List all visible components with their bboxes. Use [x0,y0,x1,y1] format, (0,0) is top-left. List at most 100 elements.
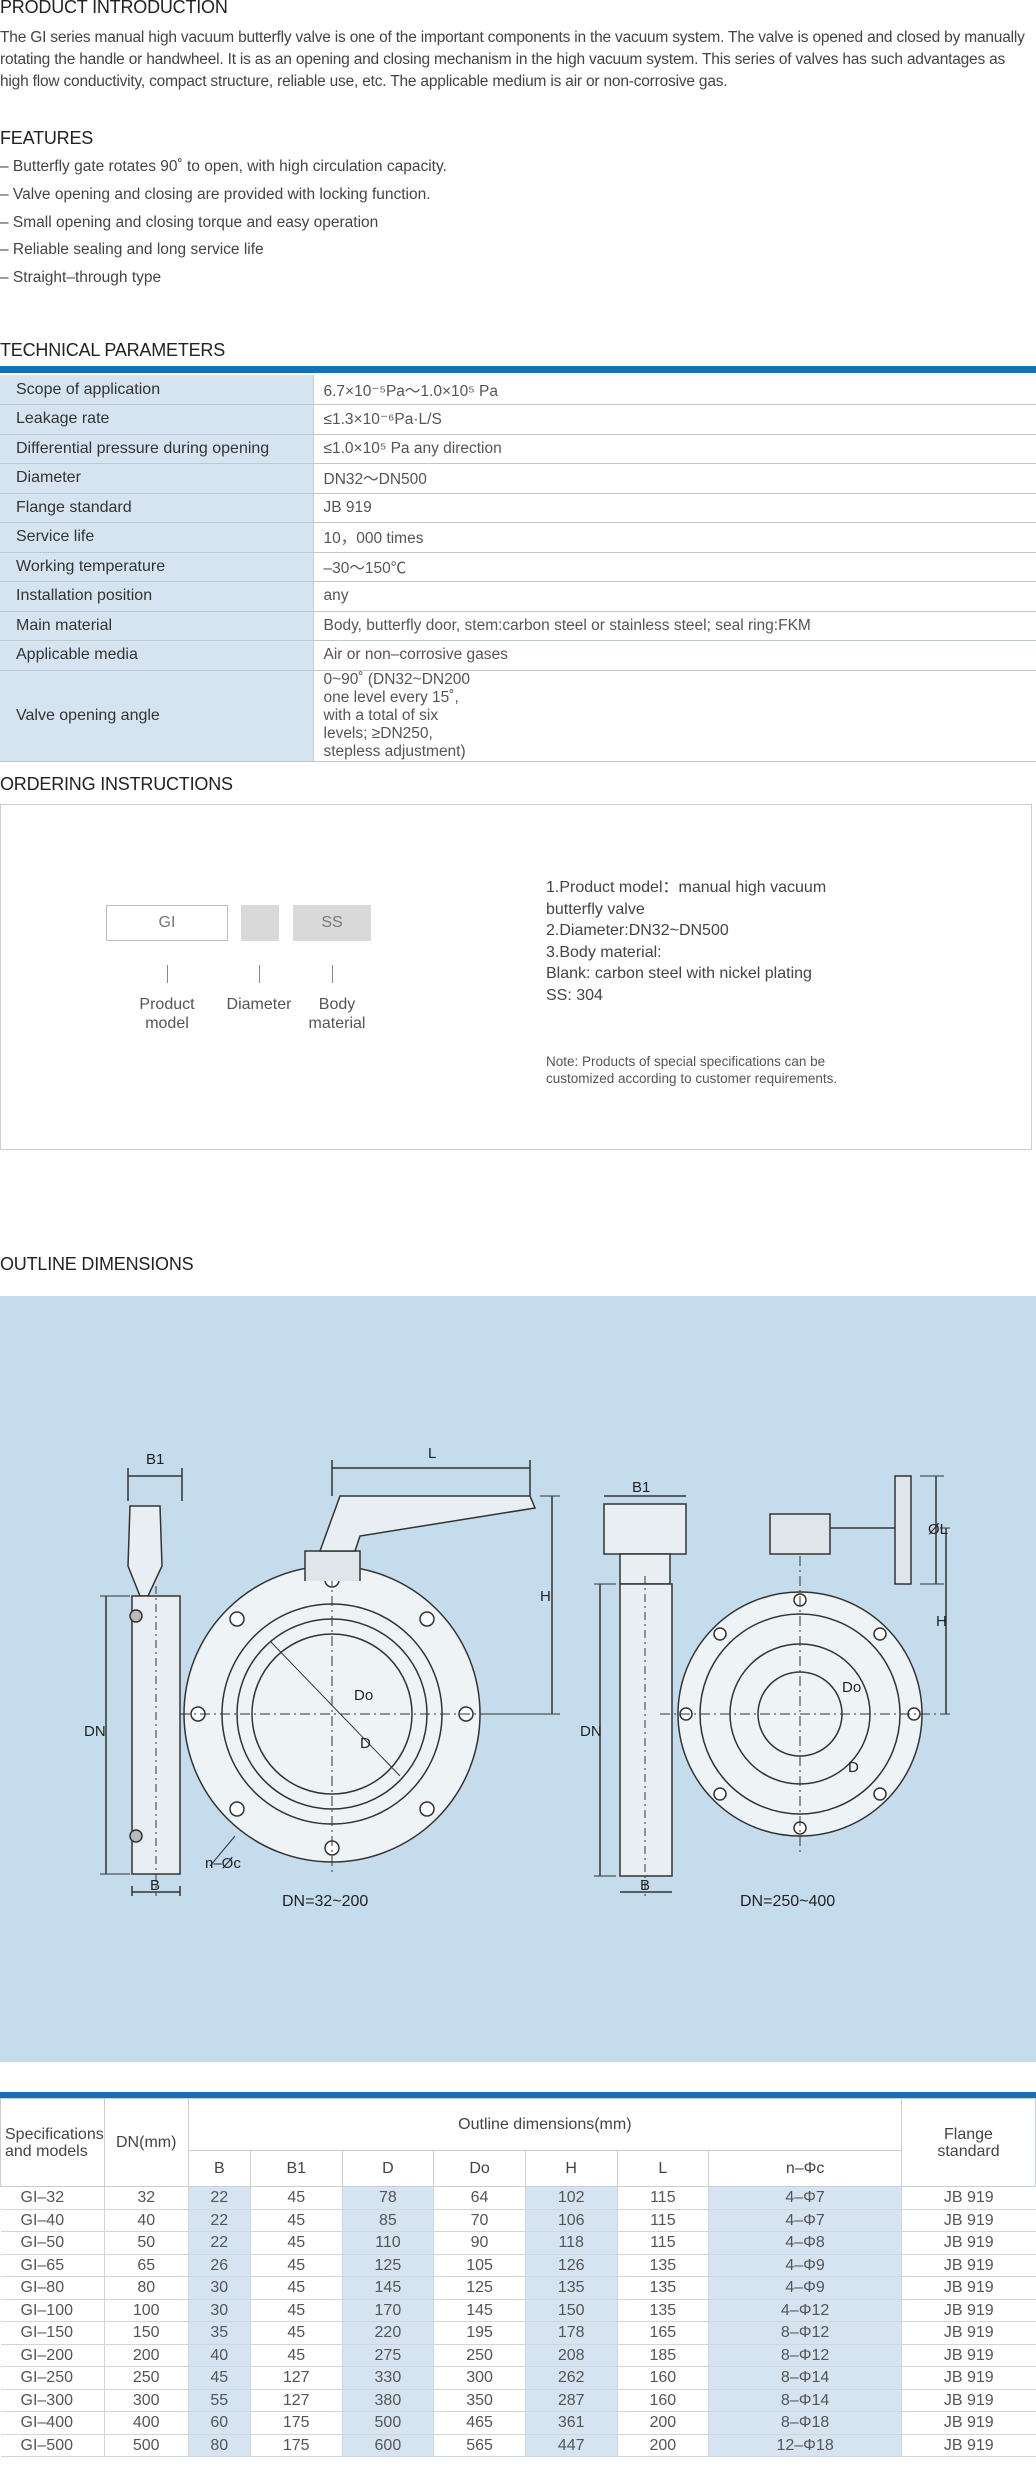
table-cell: 22 [187,2209,251,2232]
table-cell: 115 [616,2186,709,2210]
ordering-note: Note: Products of special specifications… [546,1053,906,1087]
table-cell: 45 [249,2231,343,2255]
table-cell: 361 [524,2411,618,2435]
col-do: Do [433,2150,526,2187]
table-cell: 4–Φ9 [708,2276,902,2300]
param-key: Applicable media [0,640,313,671]
label-d: D [360,1735,371,1752]
param-value: ≤1.3×10⁻⁶Pa·L/S [312,404,1036,435]
table-cell: 250 [103,2366,189,2390]
table-cell: GI–65 [0,2254,105,2277]
table-cell: 64 [433,2186,526,2210]
param-key: Scope of application [0,375,313,405]
table-cell: 40 [187,2344,251,2367]
dims-header-row: Specifications and models DN(mm) Outline… [0,2098,1036,2187]
param-key: Valve opening angle [0,670,313,762]
caption-right: DN=250~400 [740,1893,835,1910]
table-cell: 175 [249,2411,343,2435]
caption-left: DN=32~200 [282,1893,368,1910]
table-cell: 287 [524,2389,618,2412]
handle-lever [318,1495,537,1552]
ordering-description: 1.Product model：manual high vacuum butte… [546,877,886,1007]
desc-line: SS: 304 [546,986,603,1004]
table-cell: 30 [187,2299,251,2322]
tick-line [259,965,260,983]
table-cell: 565 [433,2434,526,2457]
table-cell: 8–Φ18 [708,2411,902,2435]
note-line: Note: Products of special specifications… [546,1054,826,1069]
table-cell: JB 919 [901,2434,1036,2457]
table-cell: 250 [433,2344,526,2367]
table-cell: 127 [249,2389,343,2412]
feature-item: – Reliable sealing and long service life [0,241,264,259]
table-cell: GI–50 [0,2231,105,2255]
table-cell: 4–Φ8 [708,2231,902,2255]
right-actuator-side [603,1503,687,1555]
table-cell: JB 919 [901,2254,1036,2277]
table-cell: 8–Φ14 [708,2366,902,2390]
param-value: ≤1.0×10⁵ Pa any direction [312,434,1036,464]
label-b: B [150,1877,160,1894]
table-cell: GI–40 [0,2209,105,2232]
label-line: Body [318,996,356,1013]
label-diameter: Diameter [226,996,292,1013]
param-value: –30～150℃ [312,552,1036,582]
table-cell: 22 [187,2186,251,2210]
param-value: JB 919 [312,493,1036,523]
table-cell: GI–80 [0,2276,105,2300]
param-value: DN32～DN500 [312,463,1036,494]
head-dn: DN(mm) [103,2098,189,2187]
table-cell: 4–Φ9 [708,2254,902,2277]
table-cell: 500 [341,2411,434,2435]
param-key: Working temperature [0,552,313,582]
table-row: Differential pressure during opening≤1.0… [0,434,1036,464]
table-cell: 135 [524,2276,618,2300]
table-cell: 30 [187,2276,251,2300]
table-cell: 100 [103,2299,189,2322]
head-spec: Specifications and models [0,2098,105,2187]
dims-table: Specifications and models DN(mm) Outline… [0,2098,1036,2457]
col-b1: B1 [249,2150,343,2187]
col-h: H [524,2150,618,2187]
technical-rule [0,366,1036,373]
label-h-right: H [936,1613,947,1630]
param-key: Installation position [0,581,313,612]
label-line: material [308,1015,366,1032]
table-cell: 330 [341,2366,434,2390]
table-cell: 160 [616,2366,709,2390]
table-cell: 45 [249,2186,343,2210]
label-l: L [428,1445,436,1462]
handwheel [894,1475,912,1585]
label-dn: DN [84,1723,106,1740]
table-cell: 185 [616,2344,709,2367]
table-cell: 45 [249,2209,343,2232]
table-cell: 380 [341,2389,434,2412]
col-b: B [187,2150,251,2187]
table-cell: GI–250 [0,2366,105,2390]
table-cell: GI–500 [0,2434,105,2457]
table-cell: 32 [103,2186,189,2210]
label-b1: B1 [146,1451,164,1468]
table-cell: 40 [103,2209,189,2232]
table-cell: 160 [616,2389,709,2412]
table-cell: 45 [249,2321,343,2345]
table-cell: 106 [524,2209,618,2232]
table-cell: 135 [616,2254,709,2277]
table-cell: 300 [103,2389,189,2412]
table-cell: 45 [249,2299,343,2322]
table-cell: 4–Φ7 [708,2209,902,2232]
table-cell: 26 [187,2254,251,2277]
param-key: Service life [0,522,313,553]
ordering-box: GI SS Product model Diameter Body materi… [0,804,1032,1150]
dims-subheader-row: B B1 D Do H L n–Φc [1,2150,1036,2187]
table-cell: 150 [524,2299,618,2322]
table-cell: 110 [341,2231,434,2255]
desc-line: 3.Body material: [546,943,662,961]
valve-drawing-svg: B1 L H DN Do D B n–Øc DN=32~200 B1 ØL H … [84,1445,950,1910]
